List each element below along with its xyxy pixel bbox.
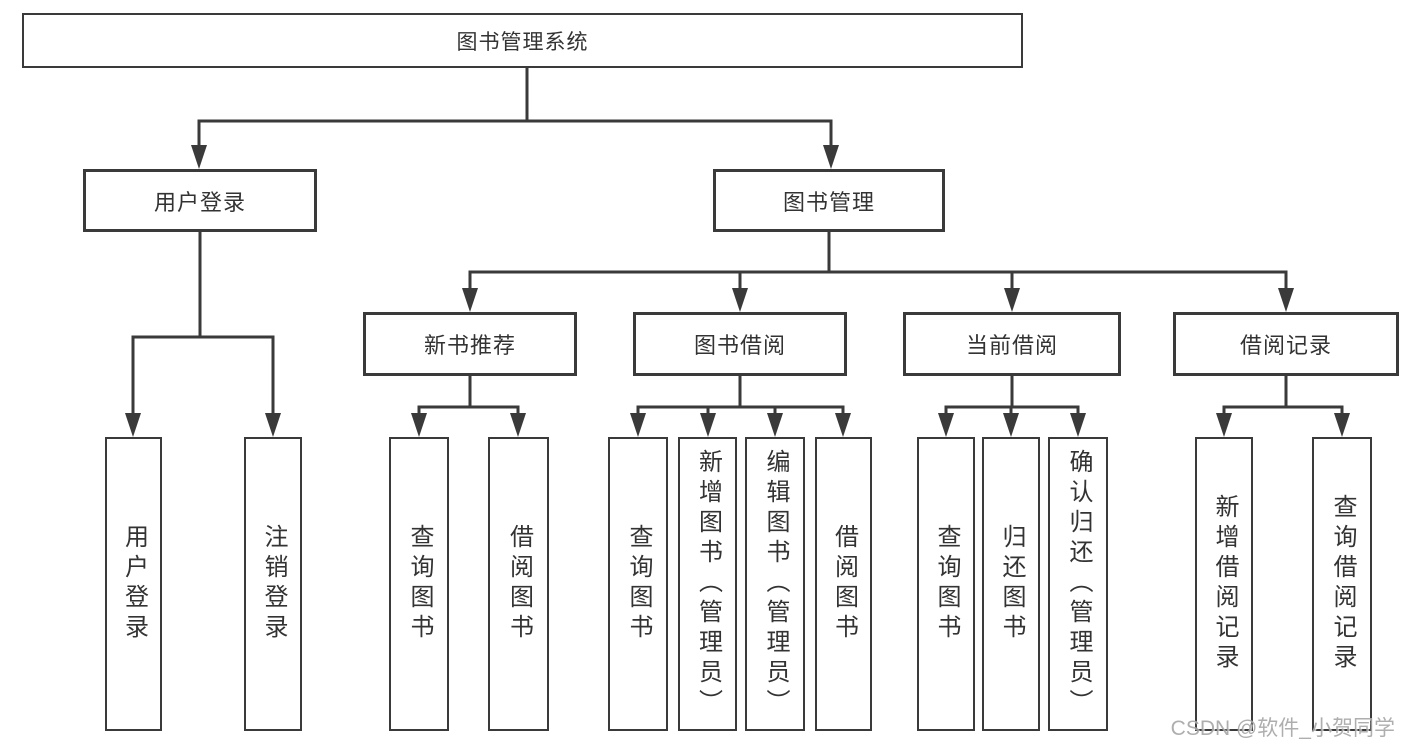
node-book-borrowing: 图书借阅: [633, 312, 847, 376]
node-user-login-leaf-label: 用户登录: [120, 524, 148, 644]
node-library-management-system-label: 图书管理系统: [456, 30, 589, 54]
node-new-book-recommend: 新书推荐: [363, 312, 577, 376]
node-edit-books-admin-label: 编辑图书（管理员）: [762, 449, 789, 719]
node-newbook-query-books-label: 查询图书: [406, 524, 433, 644]
node-borrow-query-books: 查询图书: [608, 437, 668, 731]
node-confirm-return-admin-label: 确认归还（管理员）: [1065, 449, 1092, 719]
node-book-management: 图书管理: [713, 169, 945, 232]
node-add-books-admin: 新增图书（管理员）: [678, 437, 737, 731]
node-confirm-return-admin: 确认归还（管理员）: [1048, 437, 1108, 731]
node-library-management-system: 图书管理系统: [22, 13, 1023, 68]
node-current-borrowing-label: 当前借阅: [965, 333, 1058, 358]
node-current-query-books-label: 查询图书: [933, 524, 960, 644]
node-user-login-label: 用户登录: [153, 189, 246, 215]
node-newbook-borrow-books-label: 借阅图书: [505, 524, 533, 644]
node-logout: 注销登录: [244, 437, 302, 731]
node-current-borrowing: 当前借阅: [903, 312, 1121, 376]
node-return-books: 归还图书: [982, 437, 1040, 731]
node-query-borrow-record: 查询借阅记录: [1312, 437, 1372, 731]
node-newbook-query-books: 查询图书: [389, 437, 449, 731]
node-newbook-borrow-books: 借阅图书: [488, 437, 549, 731]
node-add-books-admin-label: 新增图书（管理员）: [694, 449, 722, 719]
node-edit-books-admin: 编辑图书（管理员）: [745, 437, 805, 731]
node-book-borrowing-label: 图书借阅: [693, 333, 786, 358]
node-new-book-recommend-label: 新书推荐: [423, 333, 516, 358]
node-borrow-records: 借阅记录: [1173, 312, 1399, 376]
node-book-management-label: 图书管理: [782, 189, 875, 215]
node-user-login-leaf: 用户登录: [105, 437, 162, 731]
node-borrow-records-label: 借阅记录: [1239, 333, 1332, 358]
node-add-borrow-record-label: 新增借阅记录: [1211, 494, 1238, 674]
node-return-books-label: 归还图书: [998, 524, 1025, 644]
node-borrow-books-leaf: 借阅图书: [815, 437, 872, 731]
node-logout-label: 注销登录: [260, 524, 287, 644]
node-add-borrow-record: 新增借阅记录: [1195, 437, 1253, 731]
node-borrow-books-leaf-label: 借阅图书: [830, 524, 858, 644]
node-query-borrow-record-label: 查询借阅记录: [1329, 494, 1356, 674]
csdn-watermark: CSDN @软件_小贺同学: [1170, 717, 1395, 740]
node-borrow-query-books-label: 查询图书: [625, 524, 652, 644]
node-current-query-books: 查询图书: [917, 437, 975, 731]
node-user-login: 用户登录: [83, 169, 317, 232]
